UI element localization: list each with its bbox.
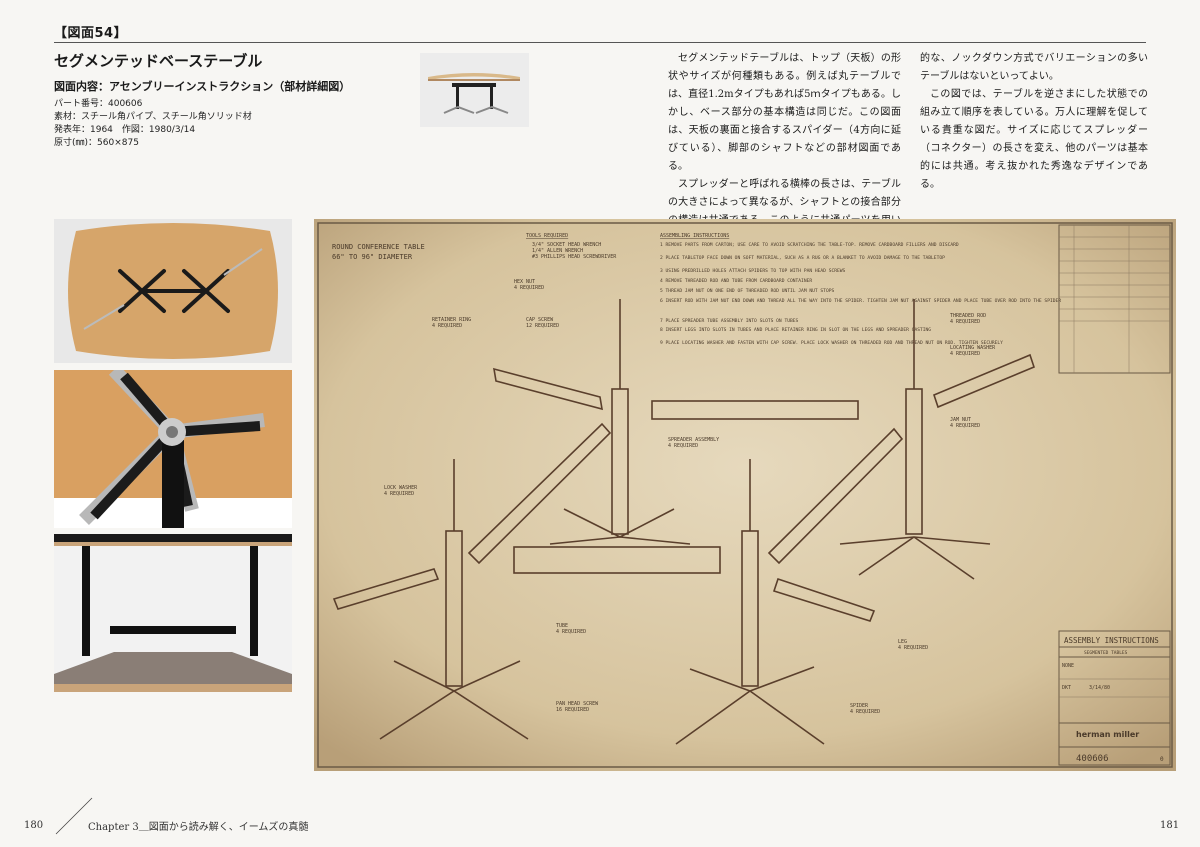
tool-item: 3/4" SOCKET HEAD WRENCH	[532, 242, 601, 248]
title-block-drawn: DKT	[1062, 685, 1071, 691]
callout-qty: 4 REQUIRED	[950, 423, 980, 429]
body-paragraph: この図では、テーブルを逆さまにした状態での組み立て順序を表している。万人に理解を…	[920, 89, 1148, 190]
base-side-photo	[54, 534, 292, 692]
footer-slash	[55, 797, 93, 835]
callout-qty: 4 REQUIRED	[514, 285, 544, 291]
assembly-blueprint: ROUND CONFERENCE TABLE 66" TO 96" DIAMET…	[314, 219, 1176, 771]
title-block-part: 400606	[1076, 754, 1109, 764]
assembly-step: 1 REMOVE PARTS FROM CARTON; USE CARE TO …	[660, 242, 959, 248]
callout-lock-washer: LOCK WASHER	[384, 485, 418, 491]
assembly-step: 2 PLACE TABLETOP FACE DOWN ON SOFT MATER…	[660, 255, 945, 261]
assembly-step: 4 REMOVE THREADED ROD AND TUBE FROM CARD…	[660, 278, 812, 284]
assembly-step: 3 USING PREDRILLED HOLES ATTACH SPIDERS …	[660, 268, 846, 274]
chapter-title: Chapter 3＿図面から読み解く、イームズの真髄	[88, 822, 309, 833]
blueprint-title-1: ROUND CONFERENCE TABLE	[332, 243, 425, 251]
callout-threaded-rod: THREADED ROD	[950, 313, 986, 319]
callout-hex-nut: HEX NUT	[514, 279, 535, 285]
callout-locating-washer: LOCATING WASHER	[950, 345, 996, 351]
title-block-scale: NONE	[1062, 663, 1074, 669]
callout-spider: SPIDER	[850, 703, 869, 709]
assembly-step: 5 THREAD JAM NUT ON ONE END OF THREADED …	[660, 288, 834, 294]
tool-item: #3 PHILLIPS HEAD SCREWDRIVER	[532, 254, 617, 260]
callout-qty: 4 REQUIRED	[556, 629, 586, 635]
title-block-date: 3/14/80	[1089, 685, 1110, 691]
callout-cap-screw: CAP SCREW	[526, 317, 554, 323]
spec-list: パート番号：400606 素材：スチール角パイプ、スチール角ソリッド材 発表年：…	[54, 98, 252, 150]
callout-qty: 4 REQUIRED	[950, 351, 980, 357]
title-block-rev: 0	[1160, 756, 1164, 763]
assembly-step: 7 PLACE SPREADER TUBE ASSEMBLY INTO SLOT…	[660, 318, 799, 324]
page-title: セグメンテッドベーステーブル	[54, 52, 263, 70]
spec-size: 原寸(㎜)：560×875	[54, 138, 139, 148]
tool-item: 1/4" ALLEN WRENCH	[532, 248, 583, 254]
tools-heading: TOOLS REQUIRED	[526, 233, 568, 239]
assembly-step: 9 PLACE LOCATING WASHER AND FASTEN WITH …	[660, 340, 1003, 346]
callout-tube: TUBE	[556, 623, 568, 629]
tabletop-underside-photo	[54, 219, 292, 363]
callout-qty: 4 REQUIRED	[950, 319, 980, 325]
callout-qty: 4 REQUIRED	[668, 443, 698, 449]
spec-part: パート番号：400606	[54, 99, 143, 109]
callout-retainer-ring: RETAINER RING	[432, 317, 471, 323]
assembly-heading: ASSEMBLING INSTRUCTIONS	[660, 233, 729, 239]
callout-qty: 16 REQUIRED	[556, 707, 589, 713]
spec-year: 発表年：1964 作図：1980/3/14	[54, 125, 196, 135]
company-logo: herman miller	[1076, 730, 1139, 739]
assembly-step: 8 INSERT LEGS INTO SLOTS IN TUBES AND PL…	[660, 327, 931, 333]
callout-qty: 4 REQUIRED	[898, 645, 928, 651]
page-number-right: 181	[1160, 820, 1180, 831]
header-rule	[54, 42, 1146, 43]
table-side-photo	[420, 53, 529, 127]
assembly-step: 6 INSERT ROD WITH JAM NUT END DOWN AND T…	[660, 298, 1061, 304]
page-number-left: 180	[24, 820, 44, 831]
figure-label: 【図面54】	[54, 26, 128, 41]
spider-closeup-photo	[54, 370, 292, 528]
title-block: ASSEMBLY INSTRUCTIONS SEGMENTED TABLES N…	[1058, 630, 1171, 766]
callout-leg: LEG	[898, 639, 907, 645]
callout-qty: 4 REQUIRED	[384, 491, 414, 497]
callout-pan-head-screw: PAN HEAD SCREW	[556, 701, 599, 707]
callout-spreader: SPREADER ASSEMBLY	[668, 437, 719, 443]
callout-jam-nut: JAM NUT	[950, 417, 971, 423]
body-paragraph: 的な、ノックダウン方式でバリエーションの多いテーブルはないといってよい。	[920, 53, 1148, 82]
body-column-2: 的な、ノックダウン方式でバリエーションの多いテーブルはないといってよい。 この図…	[920, 50, 1148, 194]
spec-material: 素材：スチール角パイプ、スチール角ソリッド材	[54, 112, 252, 122]
callout-qty: 4 REQUIRED	[850, 709, 880, 715]
callout-qty: 4 REQUIRED	[432, 323, 462, 329]
blueprint-title-2: 66" TO 96" DIAMETER	[332, 253, 413, 261]
title-block-name: SEGMENTED TABLES	[1084, 650, 1128, 656]
body-paragraph: セグメンテッドテーブルは、トップ（天板）の形状やサイズが何種類もある。例えば丸テ…	[668, 53, 901, 172]
title-block-heading: ASSEMBLY INSTRUCTIONS	[1064, 636, 1159, 645]
callout-qty: 12 REQUIRED	[526, 323, 559, 329]
page-subtitle: 図面内容：アセンブリーインストラクション（部材詳細図）	[54, 80, 351, 93]
